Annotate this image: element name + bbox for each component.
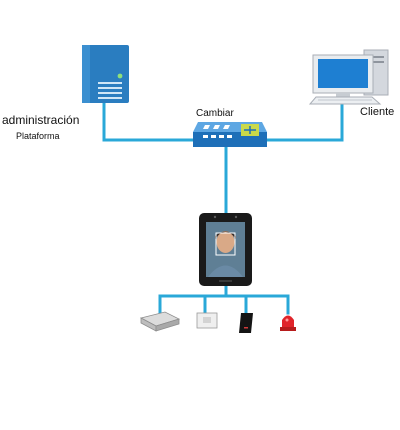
alarm-light-icon	[280, 315, 296, 331]
card-reader-icon	[239, 313, 253, 333]
magnetic-lock-icon	[139, 311, 181, 332]
connection-lines	[102, 100, 344, 315]
exit-button-icon	[196, 312, 218, 329]
server-link	[102, 100, 194, 142]
switch-label: Cambiar	[196, 108, 234, 119]
network-switch-icon	[193, 122, 267, 147]
client-link	[260, 100, 344, 142]
peripheral-bus	[158, 283, 290, 315]
desktop-computer-icon	[308, 49, 389, 105]
face-recognition-terminal-icon	[199, 213, 252, 286]
admin-platform-label: administración	[2, 113, 80, 127]
platform-label: Plataforma	[16, 131, 60, 141]
server-icon	[82, 45, 129, 103]
client-label: Cliente	[360, 106, 395, 118]
